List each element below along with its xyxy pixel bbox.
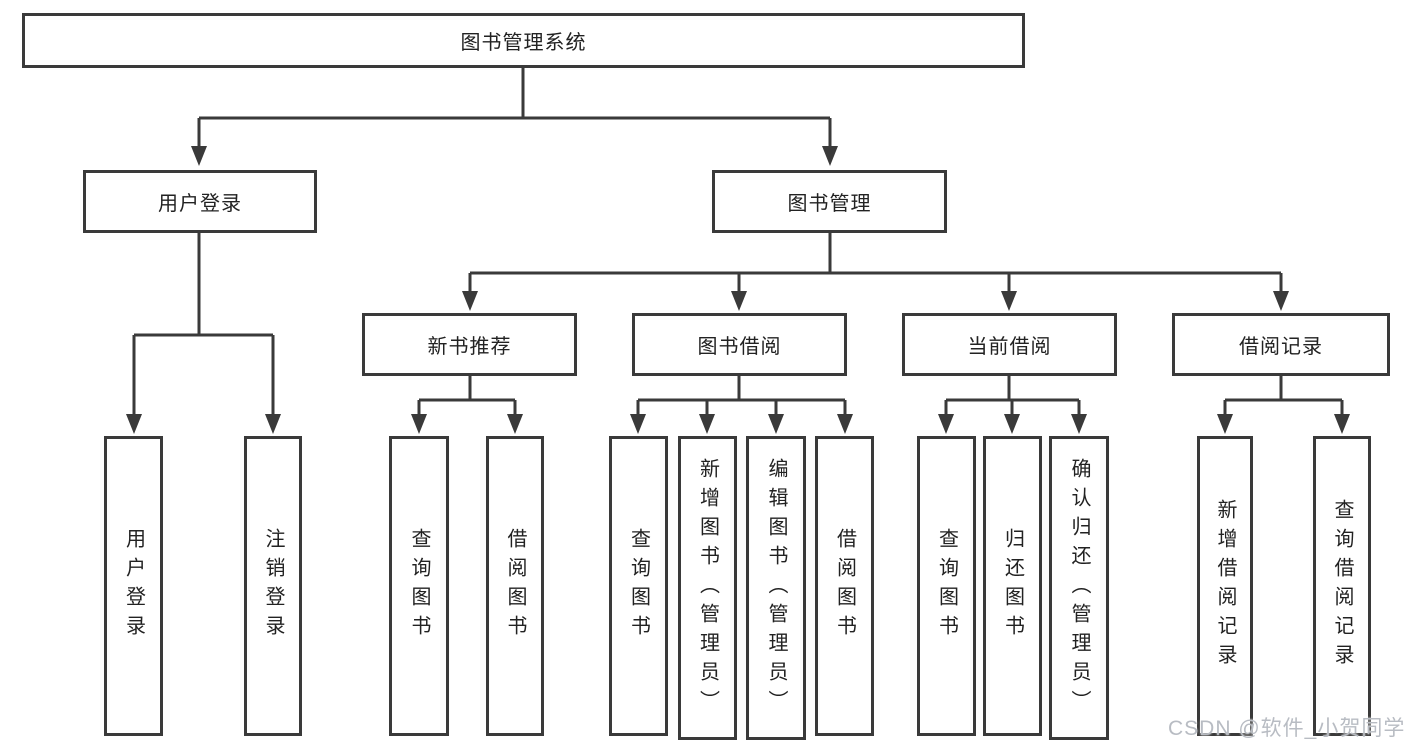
node-book-borrow: 图书借阅 <box>632 313 847 376</box>
leaf-confirm-return-admin: 确认归还（管理员） <box>1049 436 1109 740</box>
leaf-user-login: 用户登录 <box>104 436 163 736</box>
node-label: 新增图书（管理员） <box>696 457 719 719</box>
node-label: 注销登录 <box>262 528 284 644</box>
leaf-add-borrow-record: 新增借阅记录 <box>1197 436 1253 736</box>
node-label: 图书借阅 <box>697 336 782 358</box>
leaf-query-borrow-record: 查询借阅记录 <box>1313 436 1371 736</box>
leaf-query-books-2: 查询图书 <box>609 436 668 736</box>
node-label: 新书推荐 <box>427 336 512 358</box>
node-borrow-records: 借阅记录 <box>1172 313 1390 376</box>
leaf-borrow-books-1: 借阅图书 <box>486 436 544 736</box>
node-label: 图书管理系统 <box>460 32 587 54</box>
leaf-return-book: 归还图书 <box>983 436 1042 736</box>
leaf-query-books-1: 查询图书 <box>389 436 449 736</box>
node-label: 查询图书 <box>935 528 958 644</box>
csdn-watermark: CSDN @软件_小贺同学 <box>1168 717 1405 740</box>
node-user-login: 用户登录 <box>83 170 317 233</box>
arrowheads <box>126 146 1350 434</box>
node-label: 查询图书 <box>408 528 430 644</box>
node-label: 归还图书 <box>1001 528 1024 644</box>
node-label: 查询图书 <box>627 528 650 644</box>
node-new-book-recommend: 新书推荐 <box>362 313 577 376</box>
node-label: 图书管理 <box>787 193 872 215</box>
node-label: 借阅图书 <box>833 528 856 644</box>
node-current-borrow: 当前借阅 <box>902 313 1117 376</box>
node-label: 查询借阅记录 <box>1331 499 1353 673</box>
node-book-management: 图书管理 <box>712 170 947 233</box>
node-label: 借阅图书 <box>504 528 526 644</box>
leaf-edit-book-admin: 编辑图书（管理员） <box>746 436 806 740</box>
node-label: 用户登录 <box>158 193 242 215</box>
node-label: 确认归还（管理员） <box>1068 457 1090 719</box>
leaf-borrow-books-2: 借阅图书 <box>815 436 874 736</box>
node-root-system: 图书管理系统 <box>22 13 1025 68</box>
node-label: 用户登录 <box>122 528 145 644</box>
node-label: 借阅记录 <box>1239 336 1323 358</box>
leaf-add-book-admin: 新增图书（管理员） <box>678 436 737 740</box>
leaf-logout: 注销登录 <box>244 436 302 736</box>
node-label: 新增借阅记录 <box>1214 499 1236 673</box>
node-label: 编辑图书（管理员） <box>765 457 787 719</box>
node-label: 当前借阅 <box>967 336 1052 358</box>
leaf-query-books-3: 查询图书 <box>917 436 976 736</box>
